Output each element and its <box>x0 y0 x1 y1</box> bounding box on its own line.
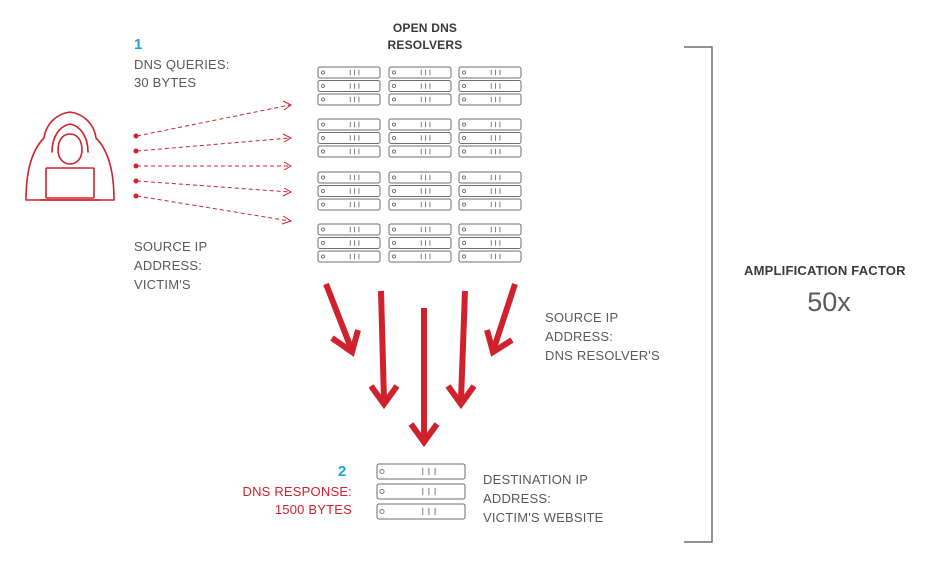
resolver-server-unit <box>317 185 381 197</box>
response-arrow-3 <box>408 308 440 448</box>
resolver-server-unit <box>388 171 452 184</box>
query-arrows <box>136 100 293 225</box>
resolver-server-unit <box>458 237 522 249</box>
resolver-server-unit <box>388 250 452 263</box>
resolver-server-unit <box>317 132 381 144</box>
source-ip-victim-label: SOURCE IP ADDRESS: VICTIM'S <box>134 237 207 294</box>
query-arrow-1 <box>136 104 291 137</box>
query-arrowhead-2 <box>282 133 293 143</box>
source-ip-resolver-line3: DNS RESOLVER'S <box>545 348 660 363</box>
resolver-server-unit <box>388 185 452 197</box>
resolver-server-unit <box>317 223 381 236</box>
amplification-factor-value: 50x <box>807 287 851 317</box>
amplification-bracket <box>684 46 713 543</box>
query-arrowhead-3 <box>283 161 293 171</box>
resolver-server-unit <box>458 132 522 144</box>
resolver-server-unit <box>458 80 522 92</box>
dns-response-line1: DNS RESPONSE: <box>242 484 352 499</box>
source-ip-victim-line1: SOURCE IP <box>134 239 208 254</box>
resolver-server-unit <box>317 93 381 106</box>
response-arrows <box>323 282 518 448</box>
query-arrowhead-5 <box>281 215 293 225</box>
victim-server-unit <box>376 503 466 520</box>
query-arrow-2 <box>136 137 291 152</box>
resolver-server-unit <box>317 118 381 131</box>
dns-queries-label: DNS QUERIES: 30 BYTES <box>134 56 230 92</box>
resolver-server-unit <box>458 145 522 158</box>
resolver-server-unit <box>317 198 381 211</box>
victim-server-unit <box>376 483 466 500</box>
resolvers-title: OPEN DNS RESOLVERS <box>370 20 480 54</box>
source-ip-victim-line2: ADDRESS: <box>134 258 203 273</box>
dns-response-line2: 1500 BYTES <box>274 502 352 517</box>
resolver-server-unit <box>458 66 522 79</box>
resolver-server-unit <box>458 171 522 184</box>
resolver-server-unit <box>317 237 381 249</box>
query-arrowhead-4 <box>282 187 293 197</box>
dns-queries-line2: 30 BYTES <box>134 75 197 90</box>
query-arrow-5 <box>136 195 291 222</box>
resolver-server-unit <box>458 93 522 106</box>
response-arrow-1 <box>323 282 361 357</box>
resolver-server-unit <box>388 132 452 144</box>
resolver-server-unit <box>458 118 522 131</box>
resolver-server-unit <box>388 237 452 249</box>
response-arrow-2 <box>368 290 400 410</box>
source-ip-resolver-label: SOURCE IP ADDRESS: DNS RESOLVER'S <box>545 308 660 365</box>
destination-ip-line2: ADDRESS: <box>483 491 552 506</box>
attacker-icon <box>25 111 115 201</box>
victim-server-unit <box>376 463 466 480</box>
dns-queries-line1: DNS QUERIES: <box>134 57 230 72</box>
source-ip-resolver-line2: ADDRESS: <box>545 329 614 344</box>
response-arrow-5 <box>484 283 518 357</box>
query-origin-dots <box>133 133 139 199</box>
dns-response-label: DNS RESPONSE: 1500 BYTES <box>232 483 352 519</box>
resolvers-title-line2: RESOLVERS <box>387 38 463 52</box>
response-arrow-4 <box>445 290 477 410</box>
source-ip-resolver-line1: SOURCE IP <box>545 310 619 325</box>
victim-server-icon <box>376 463 466 520</box>
resolver-server-unit <box>317 66 381 79</box>
step-2-number: 2 <box>338 463 347 480</box>
destination-ip-line1: DESTINATION IP <box>483 472 589 487</box>
resolver-server-unit <box>458 198 522 211</box>
resolver-server-unit <box>458 185 522 197</box>
resolvers-title-line1: OPEN DNS <box>392 21 458 35</box>
query-arrowhead-1 <box>282 100 292 111</box>
resolver-server-unit <box>317 145 381 158</box>
resolver-server-unit <box>388 93 452 106</box>
destination-ip-line3: VICTIM'S WEBSITE <box>483 510 604 525</box>
resolver-server-unit <box>388 198 452 211</box>
query-arrow-4 <box>136 180 291 193</box>
resolver-server-unit <box>317 250 381 263</box>
destination-ip-label: DESTINATION IP ADDRESS: VICTIM'S WEBSITE <box>483 470 604 527</box>
amplification-factor-label: AMPLIFICATION FACTOR <box>744 263 906 278</box>
resolver-server-unit <box>388 66 452 79</box>
resolver-server-unit <box>388 80 452 92</box>
resolver-server-unit <box>388 145 452 158</box>
resolver-server-unit <box>458 250 522 263</box>
resolver-server-unit <box>317 171 381 184</box>
resolver-server-unit <box>388 118 452 131</box>
source-ip-victim-line3: VICTIM'S <box>134 277 191 292</box>
resolver-server-grid <box>317 66 522 263</box>
resolver-server-unit <box>458 223 522 236</box>
step-1-number: 1 <box>134 36 143 53</box>
resolver-server-unit <box>388 223 452 236</box>
resolver-server-unit <box>317 80 381 92</box>
